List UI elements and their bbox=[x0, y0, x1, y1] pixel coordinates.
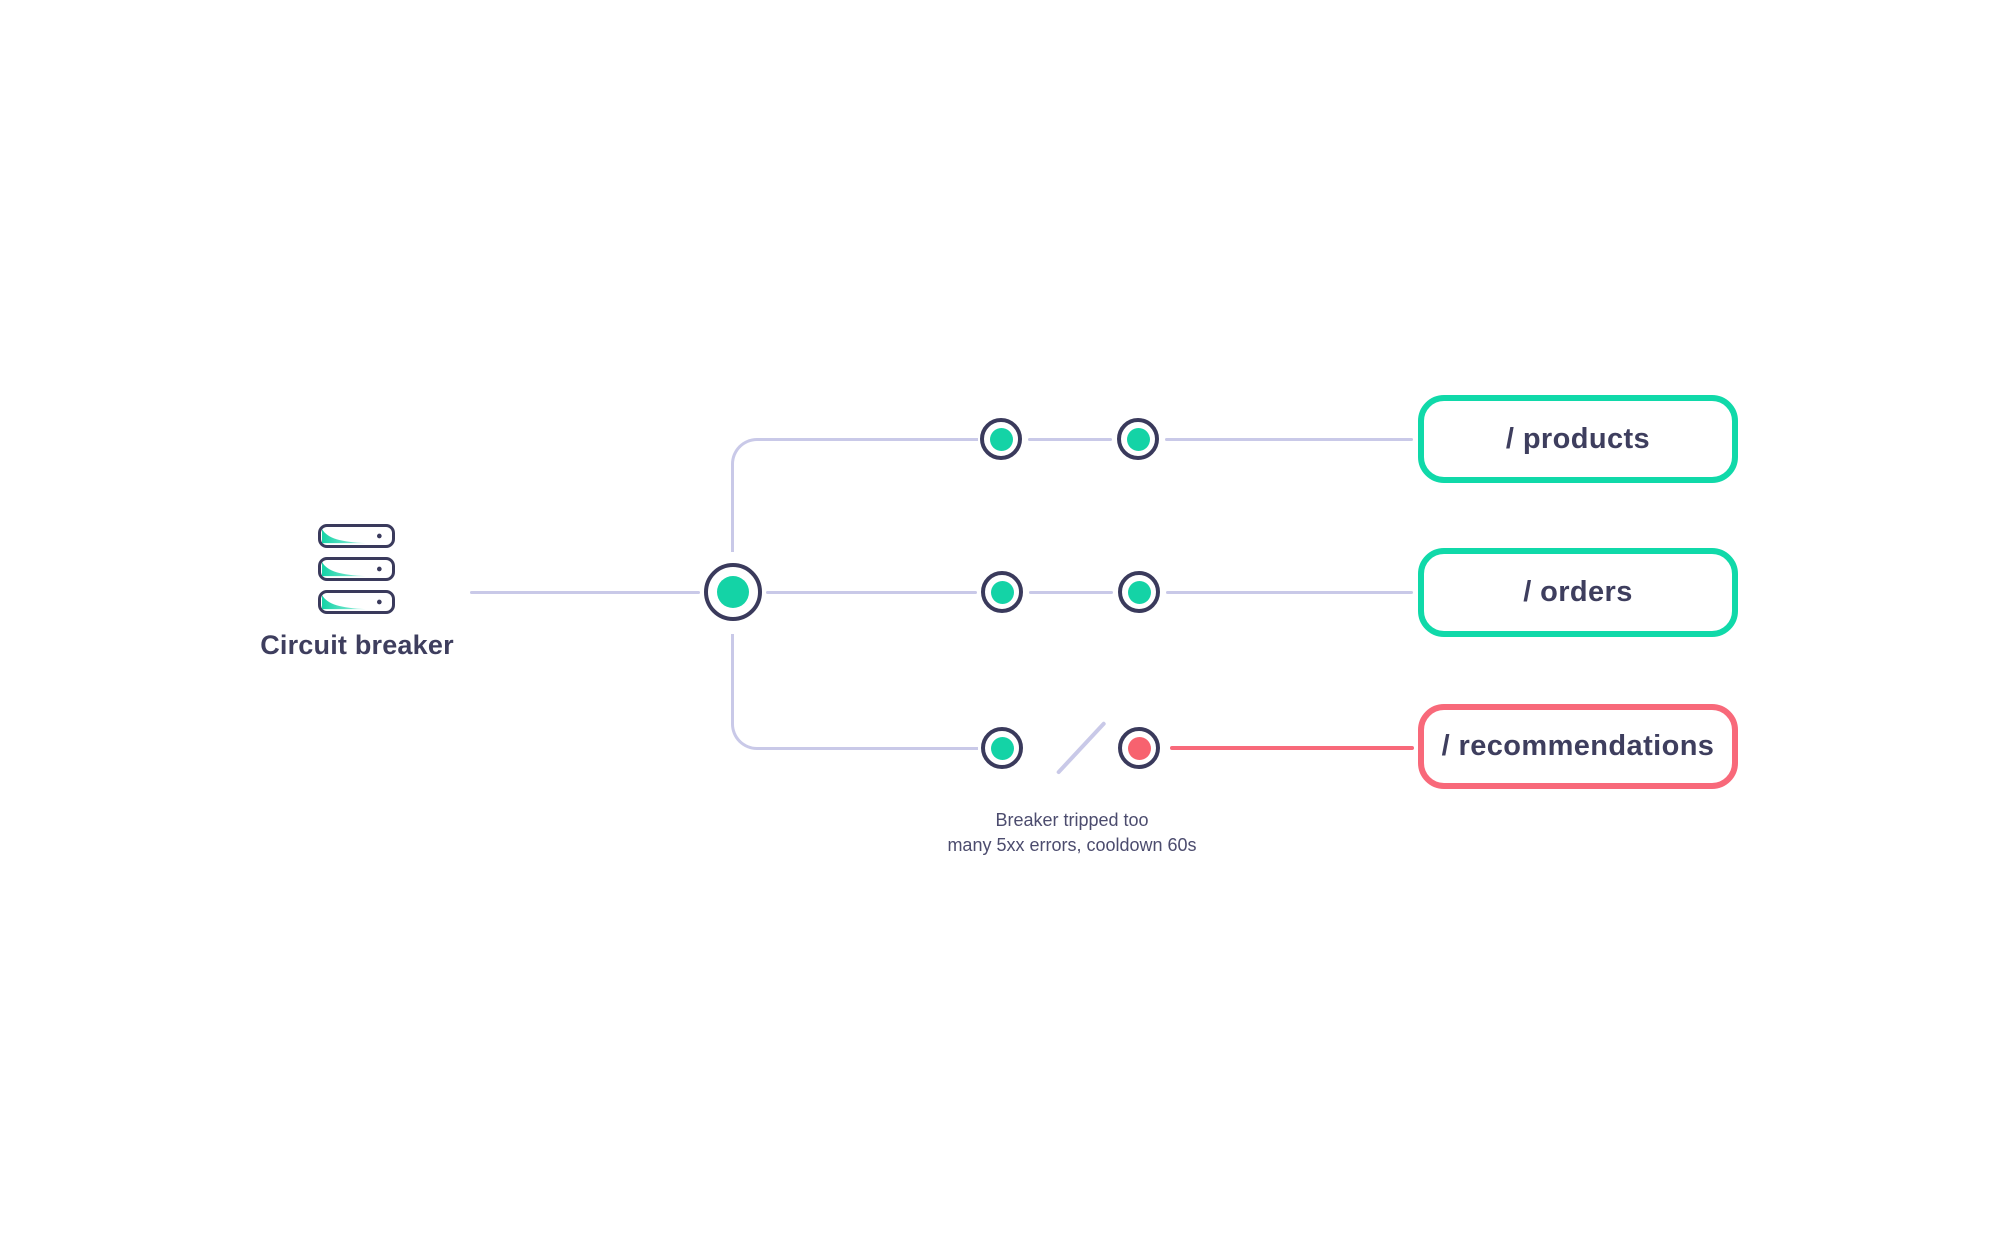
hub-status-dot bbox=[717, 576, 749, 608]
gateway-hub-node bbox=[704, 563, 762, 621]
recommendations-upstream-node bbox=[1118, 727, 1160, 769]
connector-products-node-gap bbox=[1028, 437, 1112, 441]
server-rack-row bbox=[318, 557, 395, 581]
circuit-breaker-label: Circuit breaker bbox=[260, 630, 454, 660]
status-dot-green bbox=[989, 427, 1013, 451]
orders-upstream-node bbox=[1118, 571, 1160, 613]
products-upstream-node bbox=[1117, 418, 1159, 460]
endpoint-orders-label: / orders bbox=[1523, 576, 1633, 608]
orders-breaker-node bbox=[981, 571, 1023, 613]
status-dot-green bbox=[990, 580, 1014, 604]
connector-orders-node-gap bbox=[1029, 590, 1113, 594]
connector-hub-to-recommendations-elbow bbox=[730, 634, 978, 750]
status-dot-green bbox=[1127, 580, 1151, 604]
server-rack-row bbox=[318, 590, 395, 614]
status-dot-green bbox=[990, 736, 1014, 760]
server-load-swoosh-icon bbox=[322, 561, 382, 577]
endpoint-orders: / orders bbox=[1418, 548, 1738, 637]
endpoint-products: / products bbox=[1418, 395, 1738, 483]
products-breaker-node bbox=[980, 418, 1022, 460]
breaker-tripped-annotation: Breaker tripped too many 5xx errors, coo… bbox=[872, 808, 1272, 858]
endpoint-products-label: / products bbox=[1505, 422, 1651, 455]
status-dot-green bbox=[1126, 427, 1150, 451]
annotation-line-1: Breaker tripped too bbox=[995, 810, 1149, 830]
connector-source-to-hub bbox=[470, 590, 700, 594]
connector-to-recommendations-box-error bbox=[1170, 745, 1414, 750]
status-dot-red bbox=[1127, 736, 1151, 760]
connector-to-orders-box bbox=[1166, 590, 1413, 594]
annotation-line-2: many 5xx errors, cooldown 60s bbox=[947, 835, 1197, 855]
open-switch-slash-icon bbox=[1055, 720, 1107, 775]
endpoint-recommendations: / recommendations bbox=[1418, 704, 1738, 789]
server-load-swoosh-icon bbox=[322, 594, 382, 610]
connector-to-products-box bbox=[1165, 437, 1413, 441]
server-rack-row bbox=[318, 524, 395, 548]
recommendations-breaker-node bbox=[981, 727, 1023, 769]
connector-hub-to-products-elbow bbox=[730, 437, 978, 552]
connector-hub-to-orders bbox=[766, 590, 977, 594]
server-load-swoosh-icon bbox=[322, 528, 382, 544]
endpoint-recommendations-label: / recommendations bbox=[1441, 730, 1715, 762]
